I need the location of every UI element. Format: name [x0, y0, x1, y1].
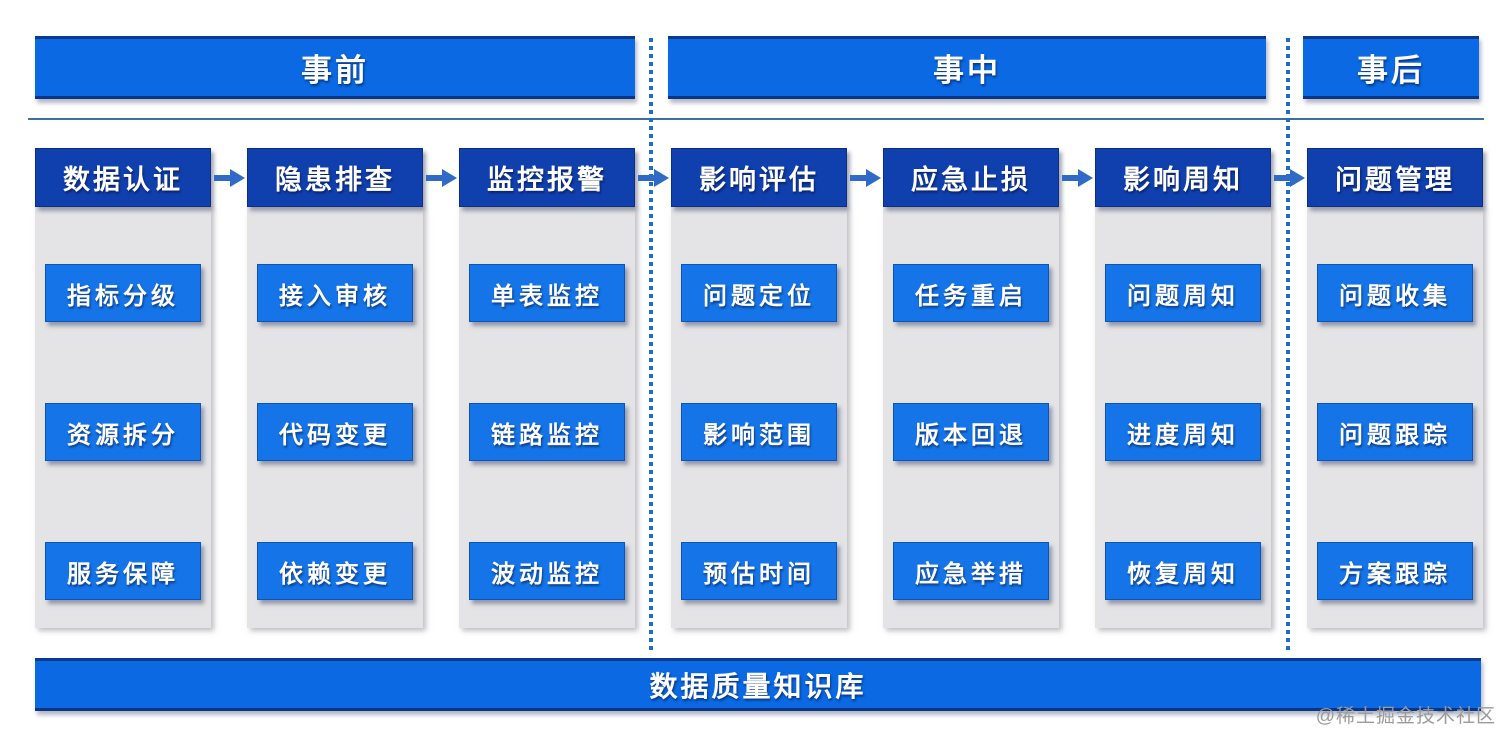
stage-header: 监控报警	[459, 148, 635, 207]
stage-header: 影响周知	[1095, 148, 1271, 207]
process-column-impact-notification: 影响周知 问题周知 进度周知 恢复周知	[1095, 148, 1271, 628]
process-item: 波动监控	[469, 542, 625, 600]
horizontal-divider	[28, 118, 1484, 120]
process-item-label: 进度周知	[1127, 422, 1239, 449]
arrow-right-icon	[638, 169, 669, 187]
process-item: 任务重启	[893, 264, 1049, 322]
process-item-label: 预估时间	[703, 561, 815, 588]
stage-header: 问题管理	[1307, 148, 1483, 207]
stage-header-label: 问题管理	[1335, 165, 1455, 195]
process-item-label: 问题收集	[1339, 283, 1451, 310]
phase-banner-before: 事前	[35, 36, 635, 99]
process-item: 接入审核	[257, 264, 413, 322]
stage-panel: 指标分级 资源拆分 服务保障	[35, 207, 211, 628]
phase-banner-after: 事后	[1303, 36, 1479, 99]
stage-header: 数据认证	[35, 148, 211, 207]
process-item-label: 链路监控	[491, 422, 603, 449]
stage-header: 应急止损	[883, 148, 1059, 207]
arrow-right-icon	[850, 169, 881, 187]
process-column-impact-assessment: 影响评估 问题定位 影响范围 预估时间	[671, 148, 847, 628]
process-item: 问题周知	[1105, 264, 1261, 322]
process-item-label: 任务重启	[915, 283, 1027, 310]
process-column-monitor-alert: 监控报警 单表监控 链路监控 波动监控	[459, 148, 635, 628]
process-item-label: 指标分级	[67, 283, 179, 310]
process-item-label: 单表监控	[491, 283, 603, 310]
process-item: 服务保障	[45, 542, 201, 600]
stage-header-label: 影响评估	[699, 165, 819, 195]
process-item-label: 应急举措	[915, 561, 1027, 588]
process-item-label: 版本回退	[915, 422, 1027, 449]
process-item-label: 方案跟踪	[1339, 561, 1451, 588]
stage-header-label: 应急止损	[911, 165, 1031, 195]
stage-panel: 任务重启 版本回退 应急举措	[883, 207, 1059, 628]
process-column-data-certification: 数据认证 指标分级 资源拆分 服务保障	[35, 148, 211, 628]
arrow-right-icon	[1274, 169, 1305, 187]
arrow-right-icon	[1062, 169, 1093, 187]
process-item-label: 问题跟踪	[1339, 422, 1451, 449]
phase-divider-dotted-line	[1286, 38, 1290, 654]
process-item: 预估时间	[681, 542, 837, 600]
stage-panel: 单表监控 链路监控 波动监控	[459, 207, 635, 628]
phase-label: 事后	[1357, 53, 1425, 88]
process-item-label: 恢复周知	[1127, 561, 1239, 588]
stage-header-label: 数据认证	[63, 165, 183, 195]
process-item-label: 服务保障	[67, 561, 179, 588]
process-item-label: 问题周知	[1127, 283, 1239, 310]
process-item: 代码变更	[257, 403, 413, 461]
process-item: 版本回退	[893, 403, 1049, 461]
watermark: @稀土掘金技术社区	[1315, 706, 1496, 727]
stage-panel: 接入审核 代码变更 依赖变更	[247, 207, 423, 628]
process-item-label: 资源拆分	[67, 422, 179, 449]
stage-panel: 问题收集 问题跟踪 方案跟踪	[1307, 207, 1483, 628]
process-item: 方案跟踪	[1317, 542, 1473, 600]
process-item: 问题定位	[681, 264, 837, 322]
phase-banner-during: 事中	[668, 36, 1266, 99]
phase-label: 事中	[933, 53, 1001, 88]
process-item-label: 波动监控	[491, 561, 603, 588]
process-item: 链路监控	[469, 403, 625, 461]
process-item: 资源拆分	[45, 403, 201, 461]
process-item: 单表监控	[469, 264, 625, 322]
stage-header: 隐患排查	[247, 148, 423, 207]
process-item: 影响范围	[681, 403, 837, 461]
process-item: 依赖变更	[257, 542, 413, 600]
phase-divider-dotted-line	[649, 38, 653, 654]
process-item: 问题跟踪	[1317, 403, 1473, 461]
process-item-label: 影响范围	[703, 422, 815, 449]
arrow-right-icon	[426, 169, 457, 187]
phase-label: 事前	[301, 53, 369, 88]
arrow-right-icon	[214, 169, 245, 187]
process-item: 指标分级	[45, 264, 201, 322]
process-item: 恢复周知	[1105, 542, 1261, 600]
process-item-label: 接入审核	[279, 283, 391, 310]
process-item: 应急举措	[893, 542, 1049, 600]
process-column-emergency-stoploss: 应急止损 任务重启 版本回退 应急举措	[883, 148, 1059, 628]
process-item-label: 代码变更	[279, 422, 391, 449]
knowledge-base-label: 数据质量知识库	[649, 671, 867, 703]
stage-header-label: 隐患排查	[275, 165, 395, 195]
stage-header: 影响评估	[671, 148, 847, 207]
process-item: 进度周知	[1105, 403, 1261, 461]
process-item: 问题收集	[1317, 264, 1473, 322]
stage-header-label: 监控报警	[487, 165, 607, 195]
process-column-issue-management: 问题管理 问题收集 问题跟踪 方案跟踪	[1307, 148, 1483, 628]
stage-panel: 问题周知 进度周知 恢复周知	[1095, 207, 1271, 628]
knowledge-base-bar: 数据质量知识库	[35, 658, 1481, 711]
process-column-risk-inspection: 隐患排查 接入审核 代码变更 依赖变更	[247, 148, 423, 628]
stage-panel: 问题定位 影响范围 预估时间	[671, 207, 847, 628]
process-item-label: 依赖变更	[279, 561, 391, 588]
stage-header-label: 影响周知	[1123, 165, 1243, 195]
process-item-label: 问题定位	[703, 283, 815, 310]
